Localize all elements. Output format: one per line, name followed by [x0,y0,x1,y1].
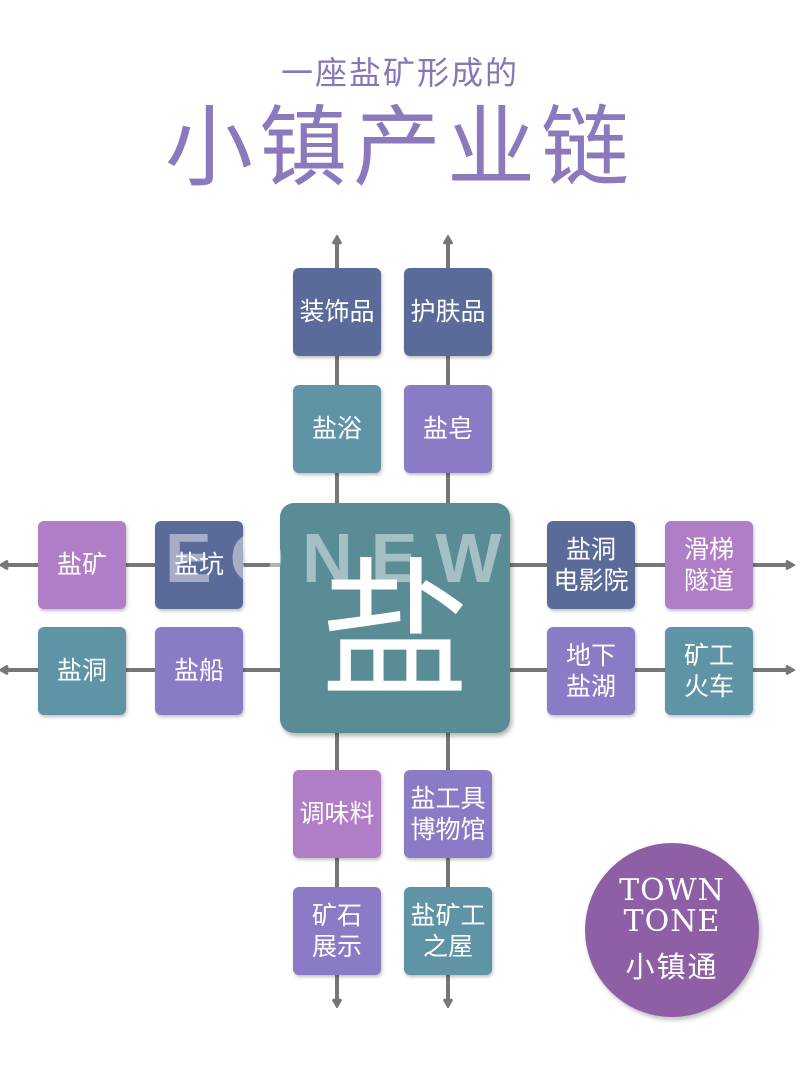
node-salt-cave-cinema: 盐洞 电影院 [547,521,635,609]
logo-line-2: TONE [623,904,721,939]
logo-line-3: 小镇通 [625,949,719,984]
node-salt-boat: 盐船 [155,627,243,715]
node-seasoning: 调味料 [293,770,381,858]
watermark: EONEW [165,519,520,597]
node-ore-display: 矿石 展示 [293,887,381,975]
node-underground-salt-lake: 地下 盐湖 [547,627,635,715]
subtitle: 一座盐矿形成的 [280,54,519,92]
node-salt-miner-house: 盐矿工 之屋 [404,887,492,975]
node-salt-pit: 盐坑 [155,521,243,609]
node-miner-train: 矿工 火车 [665,627,753,715]
node-decoration: 装饰品 [293,268,381,356]
node-slide-tunnel: 滑梯 隧道 [665,521,753,609]
node-salt-bath: 盐浴 [293,385,381,473]
node-salt-mine: 盐矿 [38,521,126,609]
node-salt-soap: 盐皂 [404,385,492,473]
town-tone-logo: TOWN TONE 小镇通 [585,843,759,1017]
node-salt-cave: 盐洞 [38,627,126,715]
node-skincare: 护肤品 [404,268,492,356]
center-node: 盐 [280,503,510,733]
page-title: 小镇产业链 [164,96,635,199]
node-salt-tool-museum: 盐工具 博物馆 [404,770,492,858]
logo-line-1: TOWN [619,872,725,908]
